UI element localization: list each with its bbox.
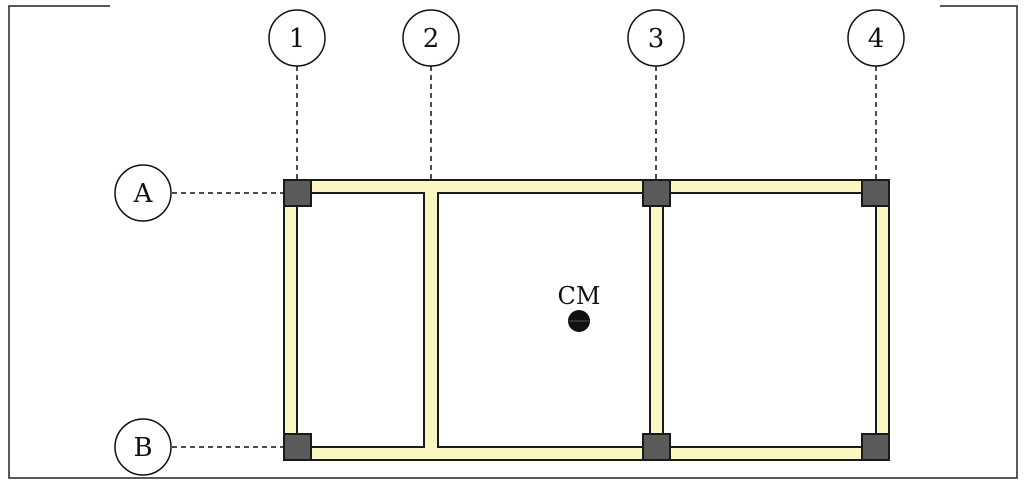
grid-bubble-column-1: 1 [268, 9, 326, 67]
joint-2a [425, 181, 437, 194]
beam-column-3 [649, 192, 664, 448]
grid-label-column-2: 2 [423, 24, 440, 54]
beam-row-a [296, 179, 877, 194]
grid-label-column-4: 4 [868, 24, 885, 54]
grid-bubble-column-2: 2 [402, 9, 460, 67]
column-b3 [642, 433, 671, 461]
column-group [283, 179, 890, 461]
grid-label-row-b: B [133, 433, 152, 463]
beam-column-4 [875, 192, 890, 448]
column-a1 [283, 179, 312, 207]
center-of-mass: CM [558, 282, 601, 332]
center-of-mass-label: CM [558, 282, 601, 310]
grid-bubble-row-a: A [114, 164, 172, 222]
beam-joint-fill [425, 181, 437, 459]
grid-label-column-3: 3 [648, 24, 665, 54]
grid-bubble-row-b: B [114, 418, 172, 476]
column-b1 [283, 433, 312, 461]
column-b4 [861, 433, 890, 461]
column-a3 [642, 179, 671, 207]
grid-label-row-a: A [133, 179, 154, 209]
row-bubbles: A B [114, 164, 172, 476]
grid-label-column-1: 1 [289, 24, 306, 54]
figure-border [8, 5, 1018, 479]
grid-leader-lines [172, 66, 877, 448]
grid-bubble-column-4: 4 [847, 9, 905, 67]
joint-2b [425, 446, 437, 459]
grid-bubble-column-3: 3 [627, 9, 685, 67]
beam-column-1 [283, 192, 298, 448]
column-bubbles: 1 2 3 4 [268, 9, 905, 67]
border-gap [110, 0, 940, 8]
beam-row-b [296, 446, 877, 461]
beam-column-2 [423, 192, 439, 448]
column-a4 [861, 179, 890, 207]
